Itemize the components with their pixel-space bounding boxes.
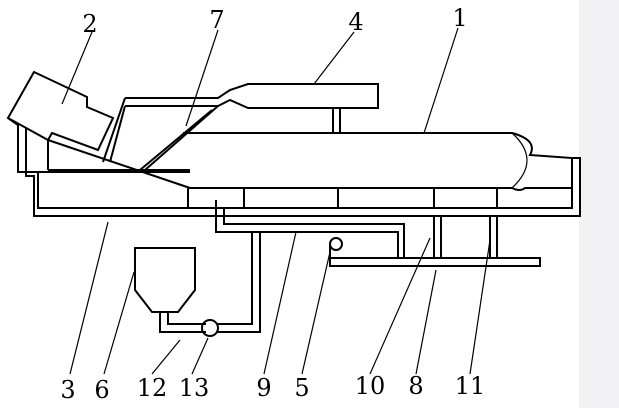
label-10: 10: [355, 372, 386, 400]
label-8: 8: [408, 372, 423, 400]
part-12-feed-pipe: [159, 232, 261, 333]
part-4-upper-tube: [125, 83, 379, 133]
label-9: 9: [256, 374, 271, 402]
part-1-main-vessel: [183, 132, 573, 191]
label-12: 12: [137, 374, 168, 402]
label-4: 4: [348, 8, 363, 36]
label-3: 3: [60, 376, 75, 404]
label-11: 11: [455, 372, 486, 400]
part-13-pump: [201, 319, 219, 337]
label-2: 2: [82, 10, 97, 38]
part-6-hopper: [134, 247, 196, 313]
lower-pipe-network: [215, 200, 541, 267]
label-1: 1: [452, 4, 467, 32]
part-7-inclined-chute: [47, 97, 219, 189]
leader-lines: [61, 27, 491, 375]
part-5-valve: [329, 237, 343, 251]
label-5: 5: [294, 374, 309, 402]
part-3-lower-frame: [7, 117, 581, 217]
label-13: 13: [179, 374, 210, 402]
part-2-motor: [6, 70, 115, 152]
label-7: 7: [209, 6, 224, 34]
label-6: 6: [94, 376, 109, 404]
right-margin-band: [579, 0, 619, 408]
